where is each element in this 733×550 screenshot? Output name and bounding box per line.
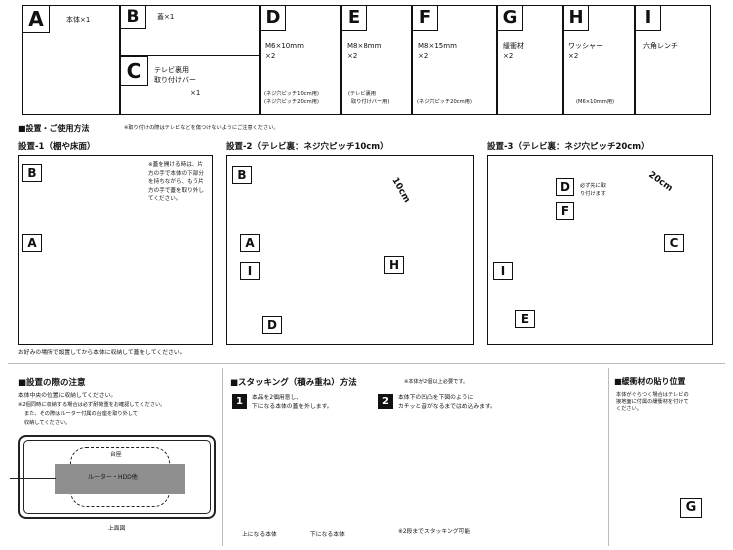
- topview-label: 上面図: [108, 526, 126, 532]
- part-letter-c: C: [120, 56, 148, 86]
- step2-label-i: I: [240, 262, 260, 280]
- parts-box-h: [563, 5, 635, 115]
- step1-panel: [18, 155, 213, 345]
- topview-device: [55, 464, 185, 494]
- install-caution: ※取り付けの際はテレビなどを傷つけないようにご注意ください。: [124, 125, 279, 131]
- parts-box-e: [341, 5, 412, 115]
- step3-label-f: F: [556, 202, 574, 220]
- step1-label-b: B: [22, 164, 42, 182]
- bottom-vline-1: [222, 368, 223, 546]
- step3-label-c: C: [664, 234, 684, 252]
- stacking-step1-line1: 本品を2個用意し、: [252, 395, 303, 401]
- topview-inner: [23, 440, 211, 514]
- cushion-heading: ■緩衝材の貼り位置: [614, 377, 686, 386]
- part-b-name: 蓋×1: [157, 13, 175, 21]
- part-f-note1: (ネジ穴ピッチ20cm用): [417, 99, 472, 105]
- bottom-vline-2: [608, 368, 609, 546]
- part-letter-i: I: [635, 5, 661, 31]
- part-d-note1: (ネジ穴ピッチ10cm用): [264, 91, 319, 97]
- part-c-name1: テレビ裏用: [154, 66, 189, 74]
- part-e-qty: ×2: [347, 52, 358, 60]
- part-f-qty: ×2: [418, 52, 429, 60]
- part-h-note1: (M6×10mm用): [576, 99, 615, 105]
- part-c-qty: ×1: [190, 89, 201, 97]
- part-e-note1: (テレビ裏用: [348, 91, 376, 97]
- step3-label-i: I: [493, 262, 513, 280]
- step3-note: 必ず先に取り付けます: [580, 183, 606, 197]
- stacking-step2-badge: 2: [378, 394, 393, 409]
- parts-box-i: [635, 5, 711, 115]
- install-footer: お好みの場所で設置してから本体に収納して蓋をしてください。: [18, 350, 186, 356]
- stacking-label-lower: 下になる本体: [310, 532, 345, 538]
- caution-line2: ※2個同時に収納する場合は必ず耐荷重をお確認してください。: [18, 402, 166, 408]
- cushion-line3: ください。: [616, 406, 642, 412]
- stacking-step1-badge: 1: [232, 394, 247, 409]
- part-letter-e: E: [341, 5, 367, 31]
- caution-line1: 本体中央の位置に収納してください。: [18, 393, 117, 399]
- part-h-name: ワッシャー: [568, 42, 603, 50]
- stacking-note: ※2段までスタッキング可能: [398, 529, 471, 535]
- step3-title: 設置-3（テレビ裏：ネジ穴ピッチ20cm）: [487, 142, 650, 152]
- part-c-name2: 取り付けバー: [154, 76, 196, 84]
- part-a-name: 本体×1: [66, 16, 91, 24]
- step2-label-b: B: [232, 166, 252, 184]
- part-letter-b: B: [120, 5, 146, 29]
- step2-label-a: A: [240, 234, 260, 252]
- parts-box-f: [412, 5, 497, 115]
- bottom-divider: [8, 363, 725, 364]
- caution-line4: 収納してください。: [24, 420, 71, 426]
- stacking-heading: ■スタッキング（積み重ね）方法: [230, 378, 357, 388]
- part-d-qty: ×2: [265, 52, 276, 60]
- parts-box-a: [22, 5, 120, 115]
- stacking-label-upper: 上になる本体: [242, 532, 277, 538]
- stacking-step2-line2: カチッと音がなるまではめ込みます。: [398, 404, 496, 410]
- step1-title: 設置-1（棚や床面）: [18, 142, 96, 152]
- step2-label-h: H: [384, 256, 404, 274]
- bc-divider: [120, 55, 260, 56]
- caution-line3: また、その際はルーター付属の台座を取り外して: [24, 411, 138, 417]
- step3-panel: [487, 155, 713, 345]
- stacking-step2-line1: 本体下の凹凸を下図のように: [398, 395, 474, 401]
- part-d-spec: M6×10mm: [265, 42, 304, 50]
- step3-label-e: E: [515, 310, 535, 328]
- part-letter-h: H: [563, 5, 589, 31]
- part-e-note2: 取り付けバー用): [351, 99, 390, 105]
- parts-box-d: [260, 5, 341, 115]
- cushion-label-g: G: [680, 498, 702, 518]
- parts-box-g: [497, 5, 563, 115]
- part-letter-g: G: [497, 5, 523, 31]
- step1-label-a: A: [22, 234, 42, 252]
- step1-note: ※蓋を開ける時は、片方の手で本体の下部分を持ちながら、もう片方の手で蓋を取り外し…: [148, 162, 204, 202]
- topview-outer: [18, 435, 216, 519]
- step2-title: 設置-2（テレビ裏：ネジ穴ピッチ10cm）: [226, 142, 389, 152]
- cushion-line2: 接地面に付属の緩衝材を付けて: [616, 399, 689, 405]
- step2-panel: [226, 155, 474, 345]
- part-g-name: 緩衝材: [503, 42, 524, 50]
- part-h-qty: ×2: [568, 52, 579, 60]
- part-letter-d: D: [260, 5, 286, 31]
- stacking-step1-line2: 下になる本体の蓋を外します。: [252, 404, 333, 410]
- topview-base-label: 台座: [110, 452, 122, 458]
- part-e-spec: M8×8mm: [347, 42, 382, 50]
- step2-label-d: D: [262, 316, 282, 334]
- part-g-qty: ×2: [503, 52, 514, 60]
- part-f-spec: M8×15mm: [418, 42, 457, 50]
- topview-cable: [10, 478, 56, 479]
- cushion-line1: 本体がぐらつく場合はテレビの: [616, 392, 689, 398]
- part-i-name: 六角レンチ: [643, 42, 678, 50]
- caution-heading: ■設置の際の注意: [18, 378, 86, 388]
- install-heading: ■設置・ご使用方法: [18, 124, 90, 133]
- part-letter-f: F: [412, 5, 438, 31]
- part-letter-a: A: [22, 5, 50, 33]
- topview-device-label: ルーター・HDD他: [88, 474, 138, 481]
- stacking-heading-note: ※本体が2個以上必要です。: [404, 379, 469, 385]
- part-d-note2: (ネジ穴ピッチ20cm用): [264, 99, 319, 105]
